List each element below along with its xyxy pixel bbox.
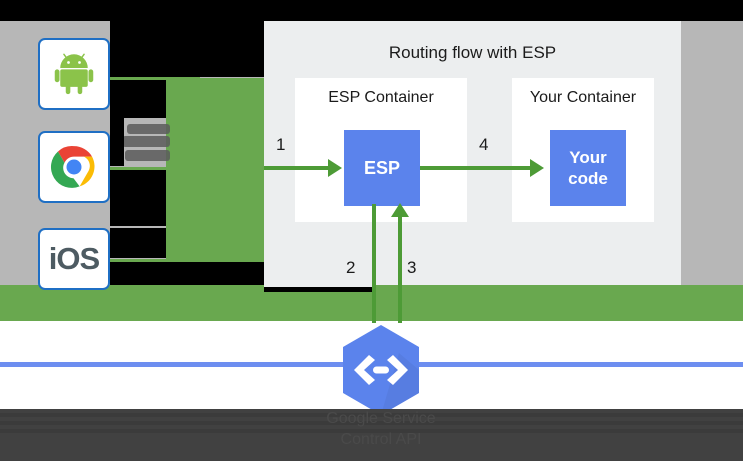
occluder-ios-upper (110, 228, 166, 258)
client-card-ios[interactable]: iOS (38, 228, 110, 290)
chrome-wire (110, 167, 200, 170)
esp-node-label: ESP (363, 157, 401, 178)
service-caption: Google Service Control API (243, 408, 519, 450)
step-number-4: 4 (479, 135, 489, 154)
obscured-label-b (122, 136, 170, 147)
step-number-2: 2 (346, 258, 356, 277)
green-band-overlap (372, 285, 683, 321)
arrow-2-line (372, 204, 376, 314)
your-container-label: Your Container (529, 89, 637, 106)
arrow-4-line (420, 166, 532, 170)
bottom-veil (0, 409, 743, 461)
occluder-slab-base (166, 262, 269, 285)
green-flow-slab (166, 78, 269, 285)
top-black-bar (0, 0, 743, 21)
occluder-chrome-left (110, 118, 124, 166)
your-code-label: Your code (568, 148, 608, 188)
arrow-3-line (398, 213, 402, 314)
arrow-4-head (530, 159, 544, 177)
android-wire (110, 77, 200, 80)
step-number-3: 3 (407, 258, 417, 277)
occluder-top-right (110, 21, 265, 77)
ios-label: iOS (48, 241, 100, 276)
arrow-3-line-lower (398, 285, 402, 323)
android-icon (54, 53, 94, 95)
esp-container-label: ESP Container (328, 89, 434, 106)
occluder-android-lower (110, 80, 166, 118)
esp-node[interactable]: ESP (344, 130, 420, 206)
service-caption-line1: Google Service (326, 410, 436, 427)
client-card-android[interactable] (38, 38, 110, 110)
obscured-label-c (125, 150, 170, 161)
step-number-1: 1 (276, 135, 286, 154)
service-caption-line2: Control API (340, 431, 422, 448)
arrow-1-line (264, 166, 330, 170)
obscured-label-a (127, 124, 170, 134)
code-brackets-hexagon-icon (343, 325, 419, 415)
arrow-3-head (391, 203, 409, 217)
page-title: Routing flow with ESP (388, 43, 557, 62)
routing-diagram-panel: Routing flow with ESP ESP Container Your… (264, 21, 681, 314)
occluder-chrome-lower (110, 170, 166, 226)
ios-wire (110, 259, 200, 262)
arrow-1-head (328, 159, 342, 177)
client-card-chrome[interactable] (38, 131, 110, 203)
service-control-icon-wrap (339, 323, 423, 417)
your-code-node[interactable]: Your code (550, 130, 626, 206)
chrome-icon (50, 146, 95, 188)
arrow-2-line-lower (372, 285, 376, 323)
